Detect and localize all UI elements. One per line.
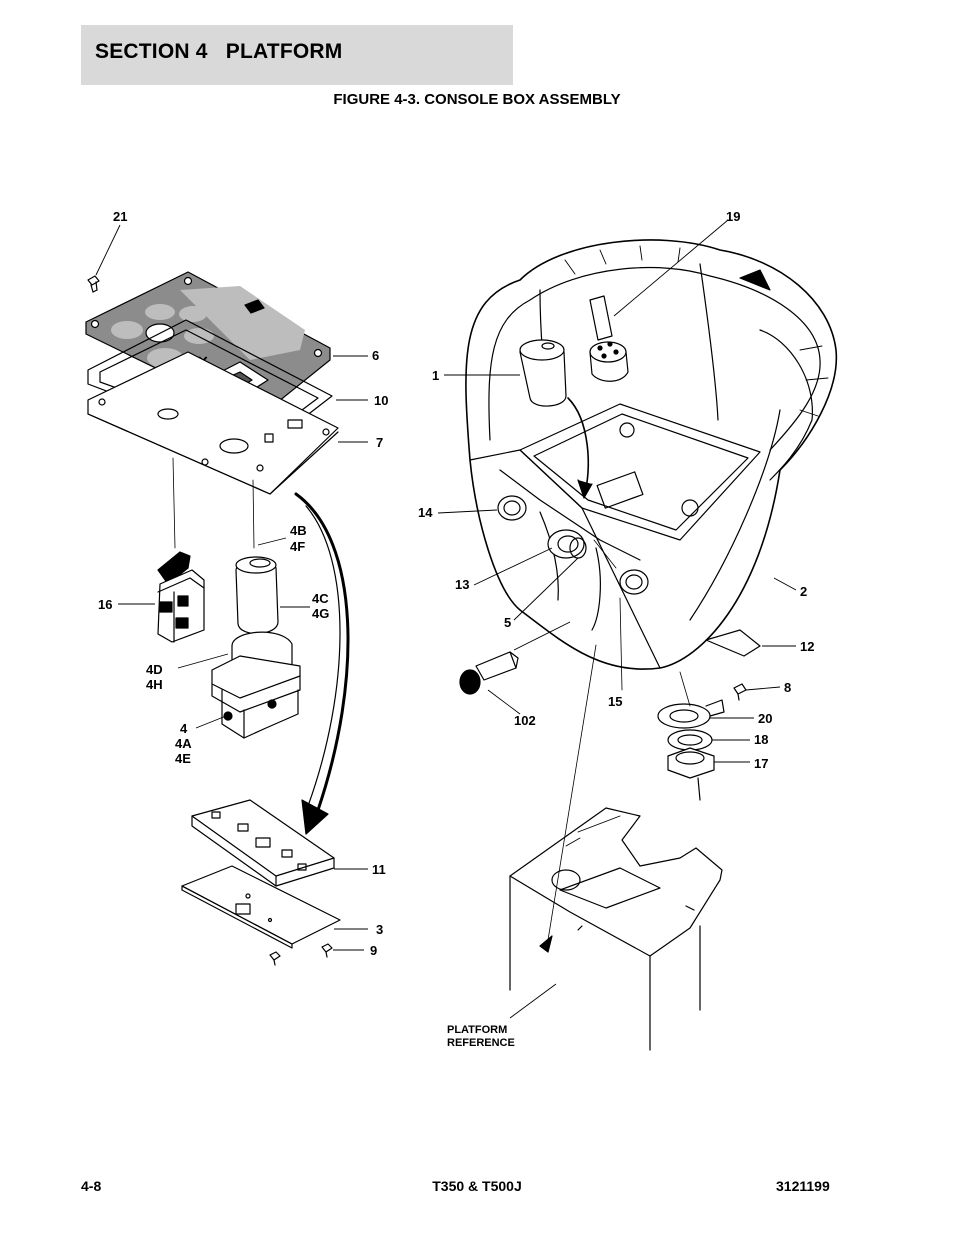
figure-title: FIGURE 4-3. CONSOLE BOX ASSEMBLY	[333, 91, 621, 108]
model-name: T350 & T500J	[432, 1178, 522, 1194]
callout-3: 3	[376, 922, 383, 937]
callout-4c: 4C	[312, 591, 329, 606]
callout-10: 10	[374, 393, 388, 408]
pushbutton-102-part	[459, 651, 519, 695]
bezel-frame-11-part	[191, 799, 335, 887]
mounting-plate-7-part	[87, 351, 339, 495]
callout-17: 17	[754, 756, 768, 771]
callout-4f: 4F	[290, 539, 305, 554]
nut-20-part	[657, 699, 725, 729]
platform-reference-label-line1: PLATFORM	[447, 1024, 507, 1036]
callout-12: 12	[800, 639, 814, 654]
callout-4: 4	[180, 721, 188, 736]
callout-15: 15	[608, 694, 622, 709]
platform-reference-label-line2: REFERENCE	[447, 1037, 515, 1049]
pushbutton-15-part	[619, 569, 649, 595]
callout-9: 9	[370, 943, 377, 958]
callout-4e: 4E	[175, 751, 191, 766]
callout-4h: 4H	[146, 677, 163, 692]
joystick-controller-4-part	[211, 556, 301, 739]
pushbutton-13-part	[547, 529, 587, 559]
connector-19-part	[589, 295, 629, 382]
pushbutton-14-part	[497, 495, 527, 521]
callout-16: 16	[98, 597, 112, 612]
callout-13: 13	[455, 577, 469, 592]
callout-21: 21	[113, 209, 127, 224]
callout-14: 14	[418, 505, 433, 520]
callout-102: 102	[514, 713, 536, 728]
callout-6: 6	[372, 348, 379, 363]
callout-7: 7	[376, 435, 383, 450]
callout-19: 19	[726, 209, 740, 224]
screw-8-part	[733, 683, 747, 701]
callout-5: 5	[504, 615, 511, 630]
selector-switch-16-part	[157, 551, 205, 643]
document-number: 3121199	[776, 1178, 830, 1194]
console-box-2-part	[465, 239, 838, 670]
callout-20: 20	[758, 711, 772, 726]
circuit-board-3-part	[181, 865, 341, 949]
screw-21-part	[87, 275, 100, 293]
callout-8: 8	[784, 680, 791, 695]
callout-1: 1	[432, 368, 439, 383]
callout-18: 18	[754, 732, 768, 747]
callout-4g: 4G	[312, 606, 329, 621]
install-arrow-curved	[294, 492, 350, 835]
page-number: 4-8	[81, 1178, 102, 1194]
section-header-band	[81, 25, 513, 85]
callout-4a: 4A	[175, 736, 192, 751]
knob-cap-1-part	[519, 339, 593, 499]
callout-leaders	[95, 219, 797, 1019]
section-title: SECTION 4 PLATFORM	[95, 40, 343, 63]
callout-4d: 4D	[146, 662, 163, 677]
seal-17-part	[667, 747, 715, 801]
callout-2: 2	[800, 584, 807, 599]
screw-9-part	[269, 943, 333, 966]
platform-reference-outline	[509, 644, 723, 1051]
washer-18-part	[667, 729, 713, 751]
callout-4b: 4B	[290, 523, 307, 538]
callout-11: 11	[372, 862, 386, 877]
